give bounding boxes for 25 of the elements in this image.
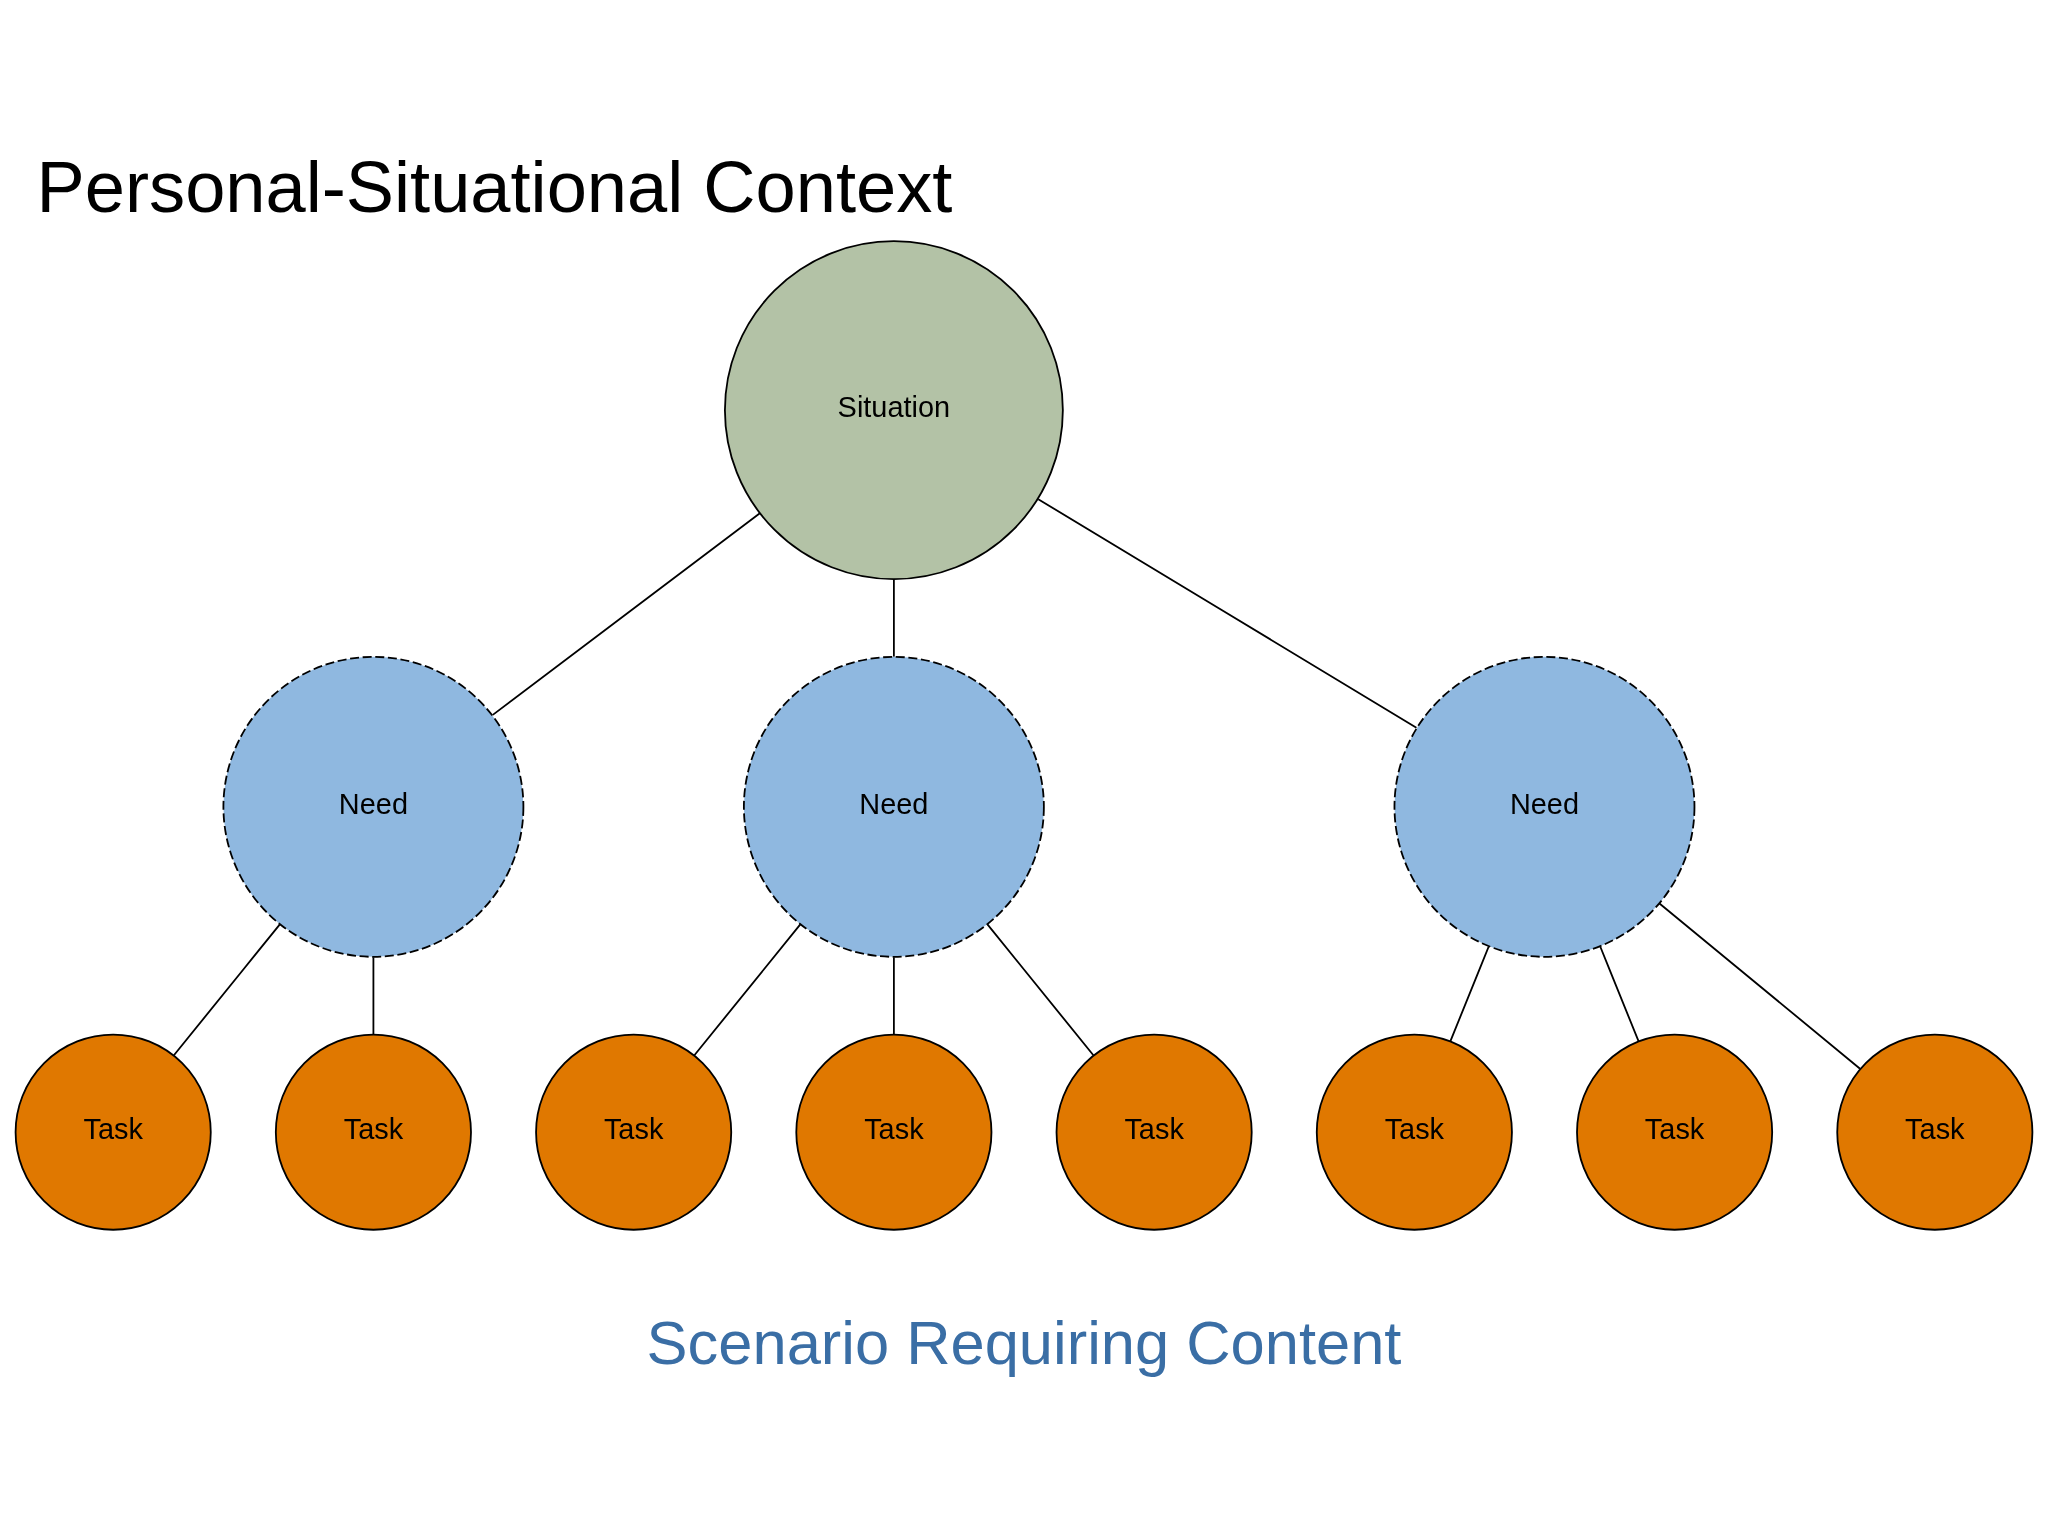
node-circle: Task [795,1033,993,1231]
connector [1037,498,1418,729]
connector [1449,945,1490,1043]
node-circle: Task [274,1033,472,1231]
node-circle: Need [1393,655,1696,958]
node-circle: Task [1315,1033,1513,1231]
connector [491,512,761,716]
node-circle: Task [1836,1033,2034,1231]
connector [892,956,895,1036]
connector [892,578,895,658]
connector [1599,945,1640,1043]
node-circle: Task [14,1033,212,1231]
connector [986,923,1095,1057]
connector [173,923,281,1057]
node-circle: Situation [724,240,1064,581]
connector [693,923,802,1057]
label: Scenario Requiring Content [646,1307,1402,1377]
node-circle: Need [222,655,525,958]
node-circle: Need [742,655,1045,958]
node-circle: Task [1576,1033,1774,1231]
diagram-title: Personal-Situational Context [36,147,953,228]
connector [1658,902,1861,1070]
node-circle: Task [1055,1033,1253,1231]
node-circle: Task [535,1033,733,1231]
connector [372,956,375,1036]
